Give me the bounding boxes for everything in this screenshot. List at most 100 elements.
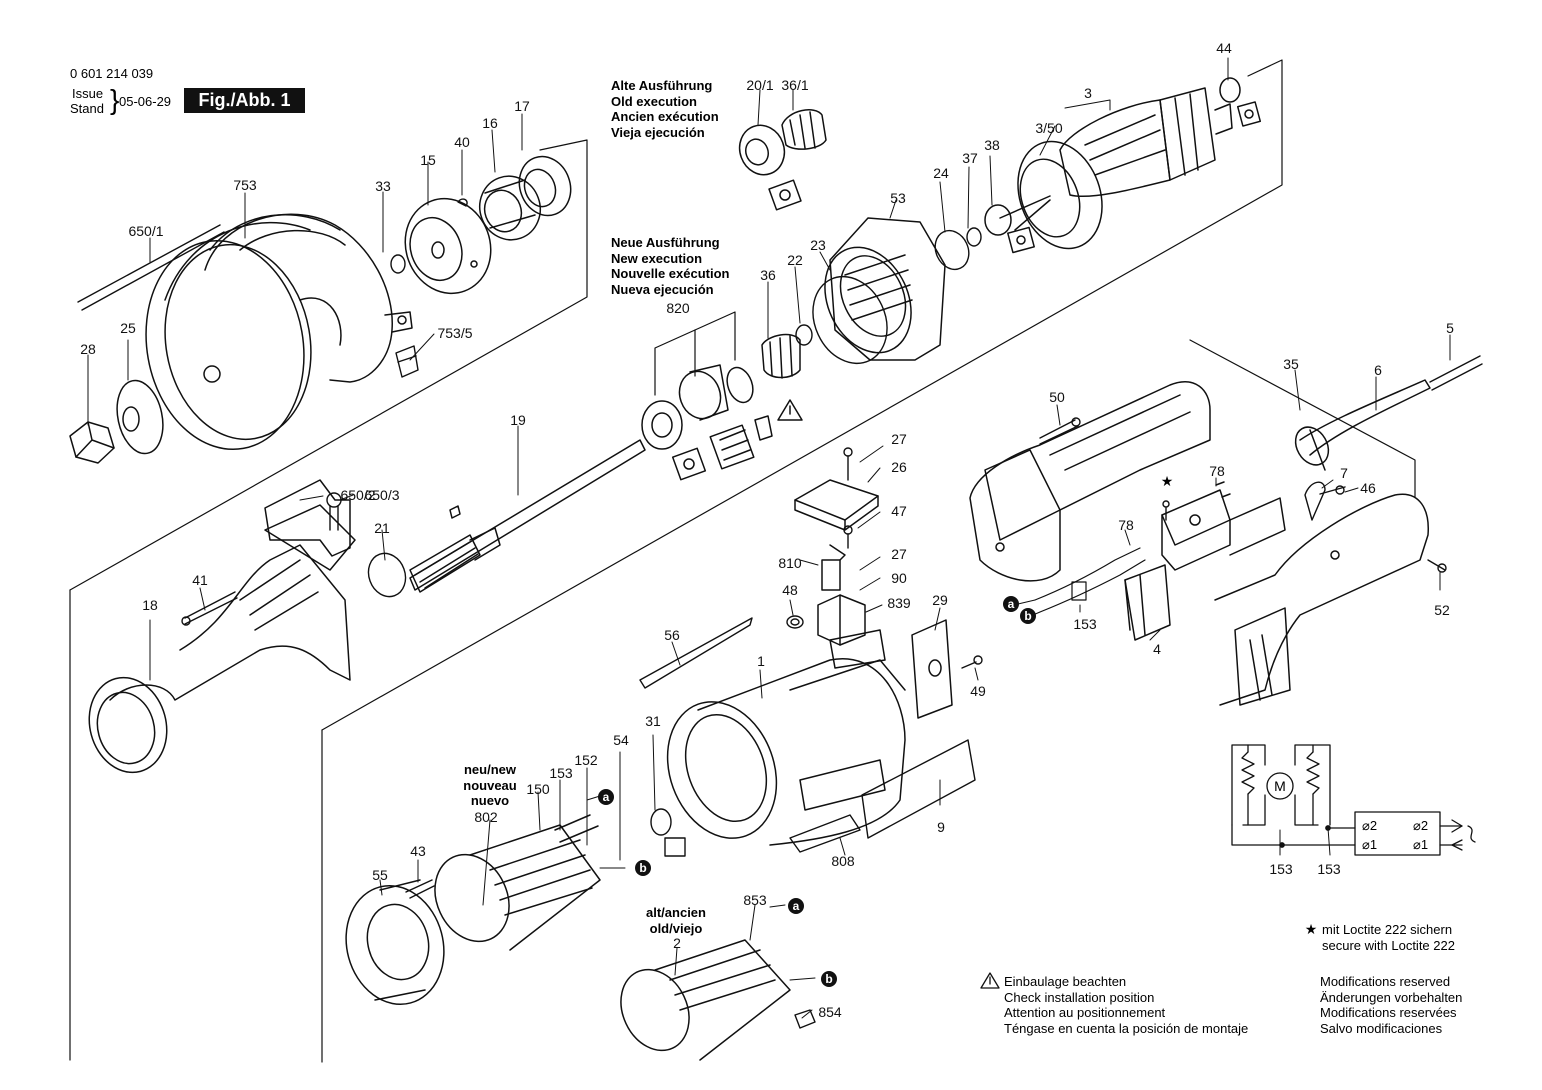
bearing-17 (518, 155, 572, 217)
part-label-153: 153 (1073, 616, 1097, 632)
part-label-810: 810 (778, 555, 802, 571)
part-label-38: 38 (984, 137, 1000, 153)
o-ring-33 (390, 254, 406, 274)
warning-triangle-icon (777, 399, 803, 421)
part-label-802: 802 (474, 809, 498, 825)
part-label-808: 808 (831, 853, 855, 869)
part-number: 0 601 214 039 (70, 66, 154, 81)
part-label-153: 153 (549, 765, 573, 781)
part-label-650-2: 650/2 (340, 487, 375, 503)
part-label-150: 150 (526, 781, 550, 797)
part-label-22: 22 (787, 252, 803, 268)
disc-15 (404, 197, 492, 295)
screw-50 (1039, 417, 1081, 445)
part-label-6: 6 (1374, 362, 1382, 378)
fan-3-50 (999, 140, 1103, 250)
screw-52 (1427, 559, 1447, 573)
terminal-1-right: ⌀1 (1413, 837, 1428, 852)
part-label-4: 4 (1153, 641, 1161, 657)
part-label-56: 56 (664, 627, 680, 643)
part-label-9: 9 (937, 819, 945, 835)
nameplate-9 (861, 739, 976, 839)
clamping-nut (69, 421, 115, 464)
part-label-853: 853 (743, 892, 767, 908)
wires-153 (1034, 547, 1146, 613)
warning-triangle-icon (980, 972, 1000, 989)
wire-marker-a: a (1003, 596, 1019, 612)
air-baffle-55 (345, 879, 445, 1006)
svg-text:b: b (639, 861, 646, 875)
switch-78 (1161, 481, 1286, 571)
handle-half-35-right (1214, 493, 1429, 706)
part-label-27: 27 (891, 431, 907, 447)
bracket-650-2 (264, 479, 351, 557)
seal-31 (650, 808, 686, 857)
terminal-2-left: ⌀2 (1362, 818, 1377, 833)
part-label-18: 18 (142, 597, 158, 613)
armature-shaft-19 (409, 439, 646, 593)
brush-plate-26 (794, 479, 879, 531)
svg-text:b: b (825, 972, 832, 986)
screw-753-5 (395, 345, 419, 378)
o-ring-23 (812, 275, 888, 365)
part-label-50: 50 (1049, 389, 1065, 405)
brush-holder-839 (817, 594, 866, 646)
part-label-28: 28 (80, 341, 96, 357)
bearing-20-1 (738, 124, 802, 211)
bearing-38 (984, 204, 1035, 254)
part-label-78: 78 (1118, 517, 1134, 533)
svg-text:a: a (793, 899, 800, 913)
ring-21 (367, 552, 407, 598)
terminal-1-left: ⌀1 (1362, 837, 1377, 852)
part-label-41: 41 (192, 572, 208, 588)
part-label-753-5: 753/5 (437, 325, 472, 341)
part-label-33: 33 (375, 178, 391, 194)
part-label-1: 1 (757, 653, 765, 669)
part-label-47: 47 (891, 503, 907, 519)
svg-text:b: b (1024, 609, 1031, 623)
part-label-44: 44 (1216, 40, 1232, 56)
stator-2 (620, 939, 791, 1061)
figure-badge: Fig./Abb. 1 (184, 88, 305, 113)
bracket-820 (654, 311, 736, 396)
pinion-36-1 (781, 109, 827, 150)
wheel-flange (116, 379, 164, 455)
ring-22 (795, 324, 813, 346)
part-label-3-50: 3/50 (1035, 120, 1062, 136)
rod-650-1 (77, 224, 225, 311)
part-label-153: 153 (1269, 861, 1293, 877)
group-boundary-lines (69, 59, 1416, 1063)
wire-marker-b: b (821, 971, 837, 987)
part-label-54: 54 (613, 732, 629, 748)
cable-guard-6 (1294, 379, 1431, 471)
spring-43 (405, 879, 435, 899)
part-label-52: 52 (1434, 602, 1450, 618)
connector-854 (794, 1009, 816, 1029)
wheel-guard (204, 213, 413, 383)
part-label-854: 854 (818, 1004, 842, 1020)
part-label-153: 153 (1317, 861, 1341, 877)
pinion-36 (761, 333, 801, 379)
label-808 (789, 814, 861, 853)
motor-symbol: M (1274, 778, 1286, 794)
bearing-16 (479, 175, 541, 241)
leader-lines (87, 57, 1451, 1019)
part-label-46: 46 (1360, 480, 1376, 496)
part-label-53: 53 (890, 190, 906, 206)
bearing-set-820 (641, 364, 773, 481)
part-label-23: 23 (810, 237, 826, 253)
part-label-31: 31 (645, 713, 661, 729)
part-label-2: 2 (673, 935, 681, 951)
housing-53 (824, 217, 946, 361)
part-label-43: 43 (410, 843, 426, 859)
part-label-3: 3 (1084, 85, 1092, 101)
power-cable-5 (1429, 355, 1483, 391)
cover-plate-29 (911, 619, 953, 719)
terminal-2-right: ⌀2 (1413, 818, 1428, 833)
part-label-5: 5 (1446, 320, 1454, 336)
